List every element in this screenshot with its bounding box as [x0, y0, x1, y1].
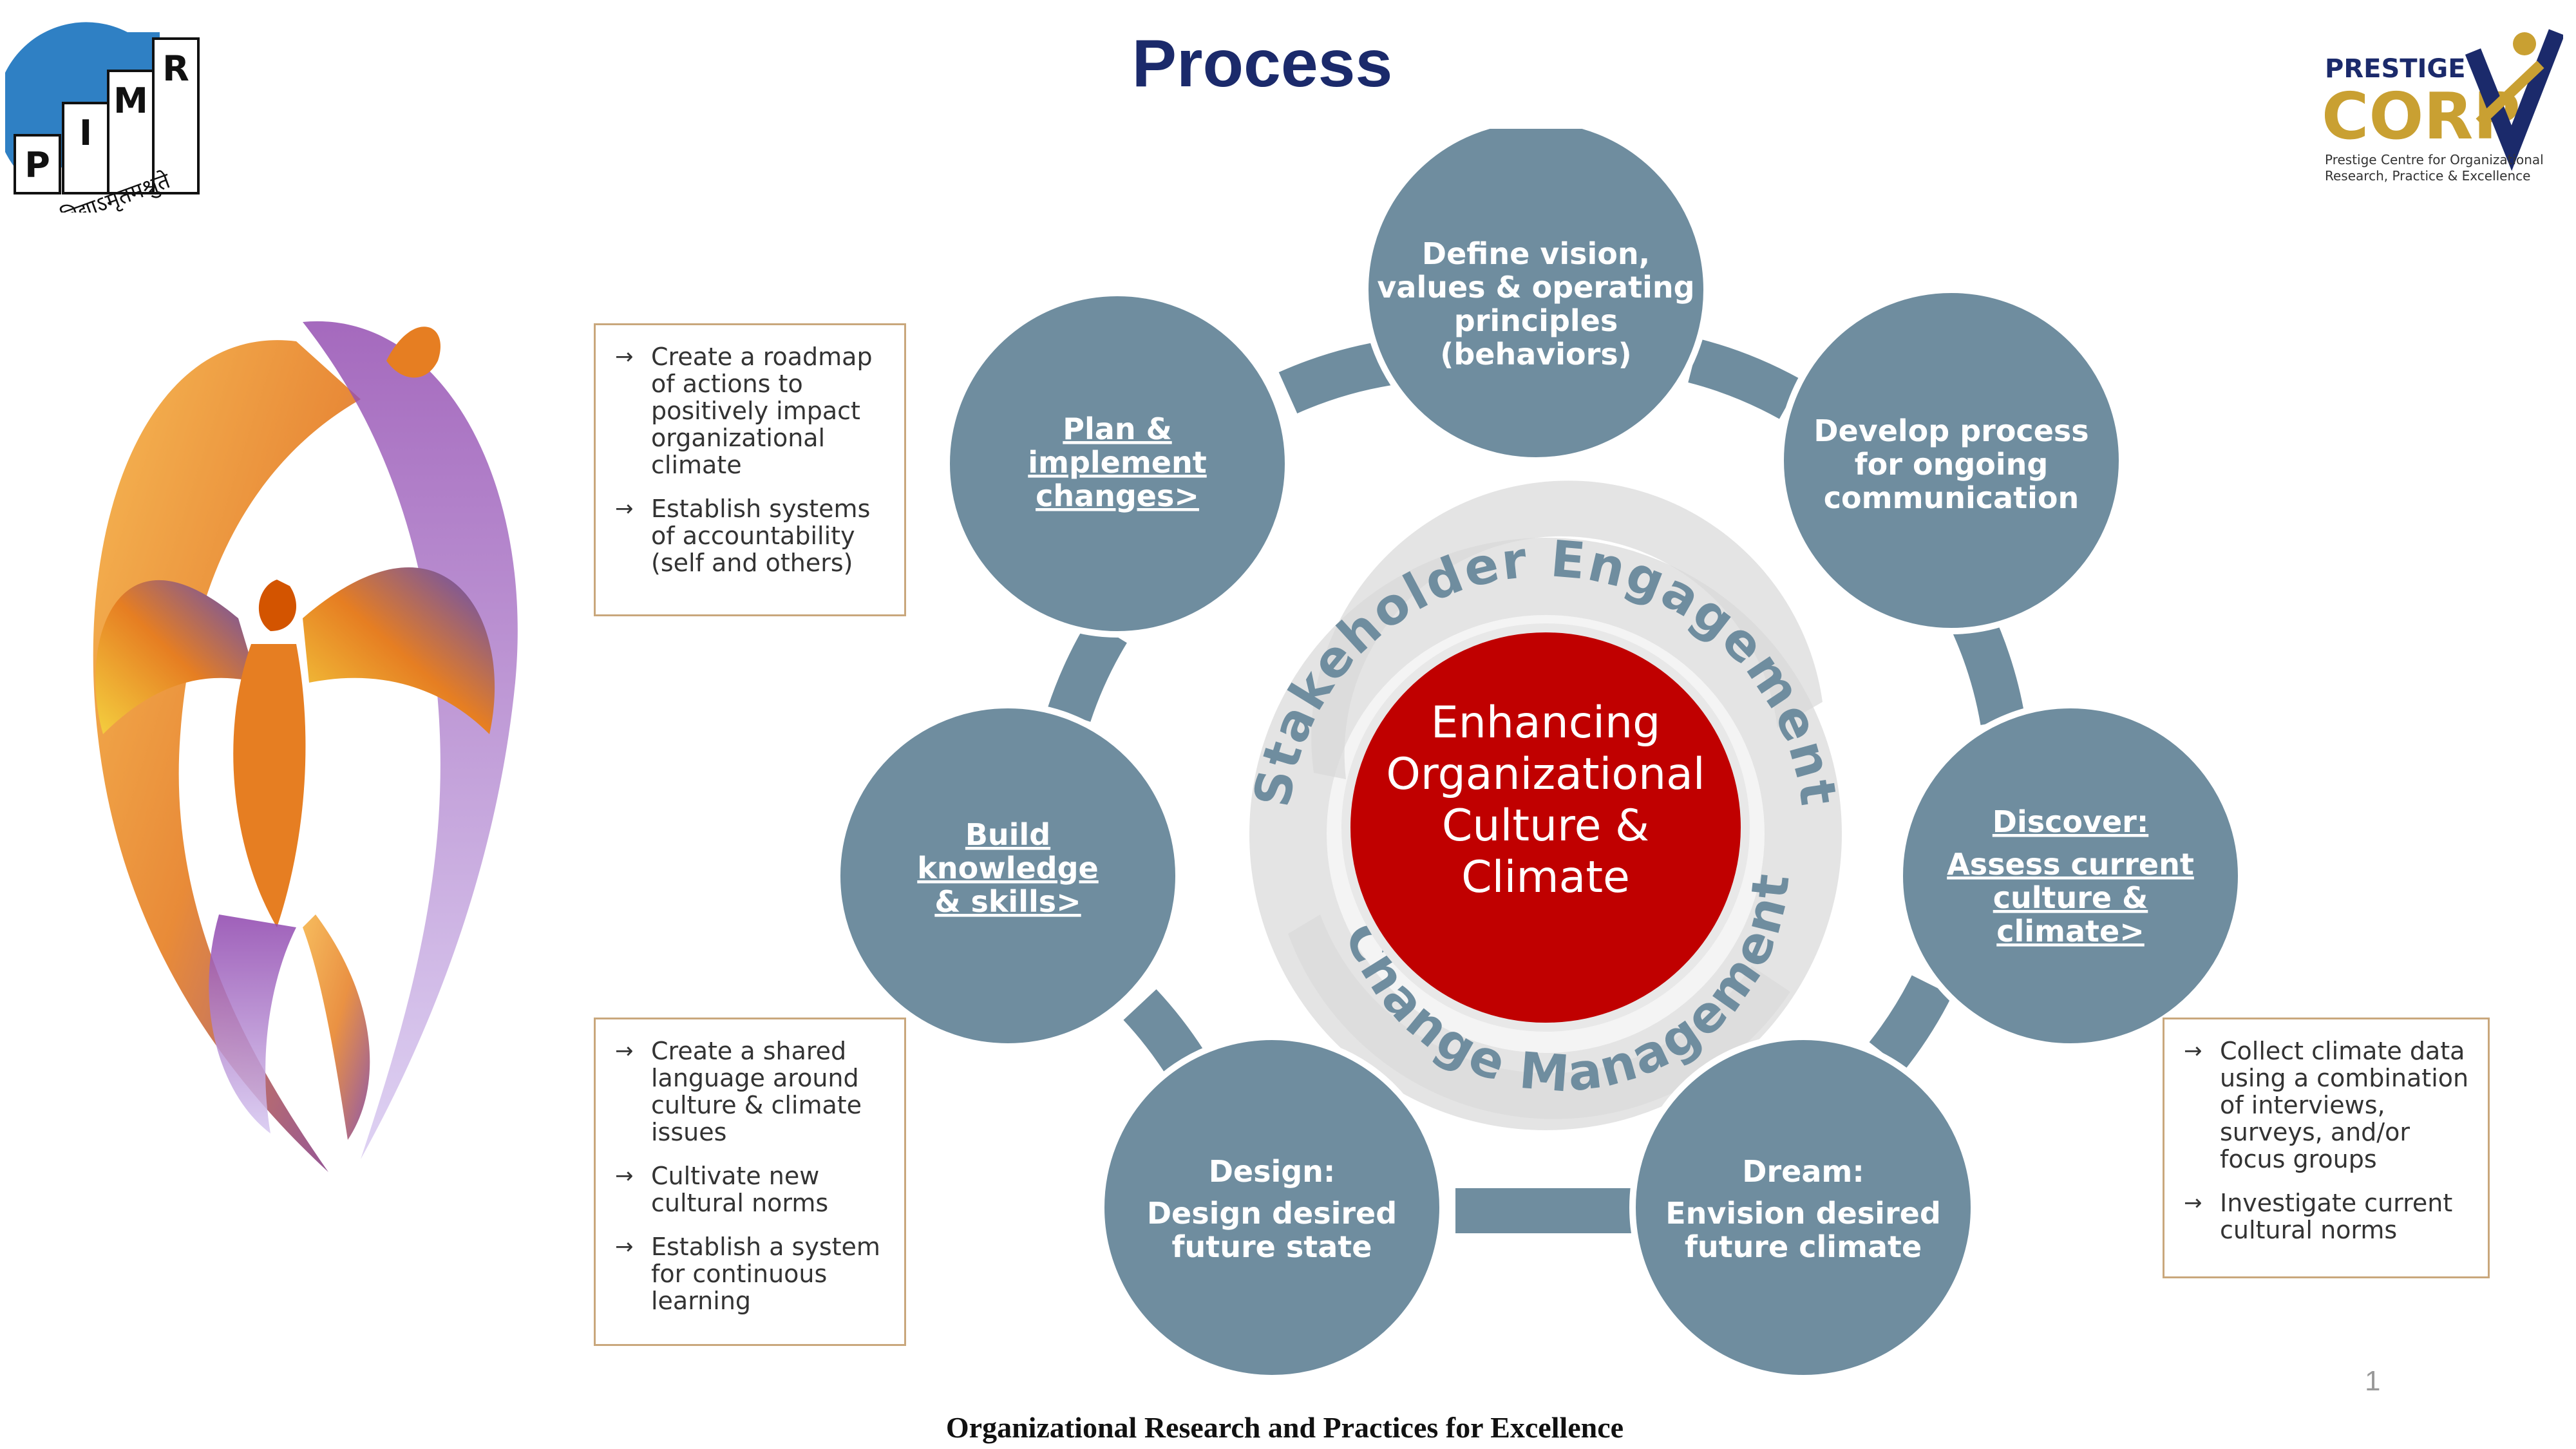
page-title: Process — [1132, 26, 1393, 101]
step-develop-line-3: communication — [1824, 480, 2079, 515]
phoenix-illustration — [93, 321, 518, 1173]
build-note-3: Establish a system for continuous learni… — [615, 1233, 891, 1314]
step-build-line-2: knowledge — [917, 851, 1098, 886]
logo-tagline-1: Prestige Centre for Organizational — [2325, 152, 2544, 167]
plan-note-1: Create a roadmap of actions to positivel… — [615, 343, 891, 478]
center-line-2: Organizational — [1386, 749, 1705, 800]
step-discover[interactable]: Discover: Assess current culture & clima… — [1897, 702, 2244, 1050]
step-build-line-1: Build — [965, 817, 1050, 852]
step-design-line-1: Design: — [1209, 1154, 1336, 1189]
footer-text: Organizational Research and Practices fo… — [945, 1411, 1624, 1444]
step-define-line-2: values & operating — [1377, 270, 1694, 305]
step-plan[interactable]: Plan & implement changes> — [943, 290, 1291, 638]
step-develop-line-2: for ongoing — [1855, 447, 2049, 482]
logo-letter-i: I — [79, 113, 92, 153]
prestige-corp-logo: PRESTIGE CORP Prestige Centre for Organi… — [2322, 29, 2563, 184]
build-note-2: Cultivate new cultural norms — [615, 1162, 891, 1217]
pimr-logo: P I M R विद्याऽमृतमश्नुते — [5, 22, 200, 213]
center-text: Enhancing Organizational Culture & Clima… — [1386, 697, 1705, 903]
plan-note-2: Establish systems of accountability (sel… — [615, 495, 891, 576]
step-plan-line-2: implement — [1028, 445, 1206, 480]
step-discover-line-4: climate> — [1996, 914, 2145, 949]
step-develop-line-1: Develop process — [1814, 413, 2088, 448]
process-cycle-diagram: Stakeholder Engagement Change Management… — [834, 129, 2244, 1381]
step-define-line-4: (behaviors) — [1440, 337, 1631, 372]
build-note-1: Create a shared language around culture … — [615, 1037, 891, 1146]
step-discover-line-3: culture & — [1993, 880, 2148, 915]
step-plan-line-3: changes> — [1036, 478, 1199, 513]
step-develop: Develop process for ongoing communicatio… — [1777, 287, 2125, 634]
logo-letter-r: R — [162, 48, 189, 89]
logo-check-mark — [2465, 29, 2563, 171]
step-dream: Dream: Envision desired future climate — [1629, 1034, 1977, 1381]
page-number: 1 — [2365, 1365, 2381, 1397]
step-define-line-3: principles — [1454, 303, 1618, 338]
step-build-line-3: & skills> — [934, 884, 1081, 919]
step-define: Define vision, values & operating princi… — [1362, 129, 1710, 464]
build-notes-box: Create a shared language around culture … — [594, 1018, 906, 1346]
plan-notes-box: Create a roadmap of actions to positivel… — [594, 323, 906, 616]
step-discover-line-2: Assess current — [1947, 847, 2194, 882]
discover-notes-box: Collect climate data using a combination… — [2163, 1018, 2490, 1278]
step-design-line-2: Design desired — [1147, 1196, 1397, 1231]
step-dream-line-2: Envision desired — [1665, 1196, 1941, 1231]
step-discover-line-1: Discover: — [1993, 804, 2148, 839]
step-plan-line-1: Plan & — [1063, 412, 1171, 446]
center-line-1: Enhancing — [1431, 697, 1660, 748]
step-dream-line-1: Dream: — [1742, 1154, 1864, 1189]
step-design: Design: Design desired future state — [1098, 1034, 1446, 1381]
discover-note-1: Collect climate data using a combination… — [2184, 1037, 2475, 1173]
step-dream-line-3: future climate — [1685, 1229, 1922, 1264]
discover-note-2: Investigate current cultural norms — [2184, 1189, 2475, 1244]
step-design-line-3: future state — [1172, 1229, 1372, 1264]
logo-prestige-text: PRESTIGE — [2325, 54, 2466, 84]
center-circle — [1341, 623, 1750, 1032]
logo-letter-m: M — [113, 80, 148, 121]
logo-letter-p: P — [24, 145, 50, 185]
step-build[interactable]: Build knowledge & skills> — [834, 702, 1182, 1050]
step-define-line-1: Define vision, — [1422, 236, 1650, 271]
center-line-3: Culture & — [1442, 800, 1649, 851]
center-line-4: Climate — [1461, 852, 1630, 903]
logo-tagline-2: Research, Practice & Excellence — [2325, 168, 2530, 184]
